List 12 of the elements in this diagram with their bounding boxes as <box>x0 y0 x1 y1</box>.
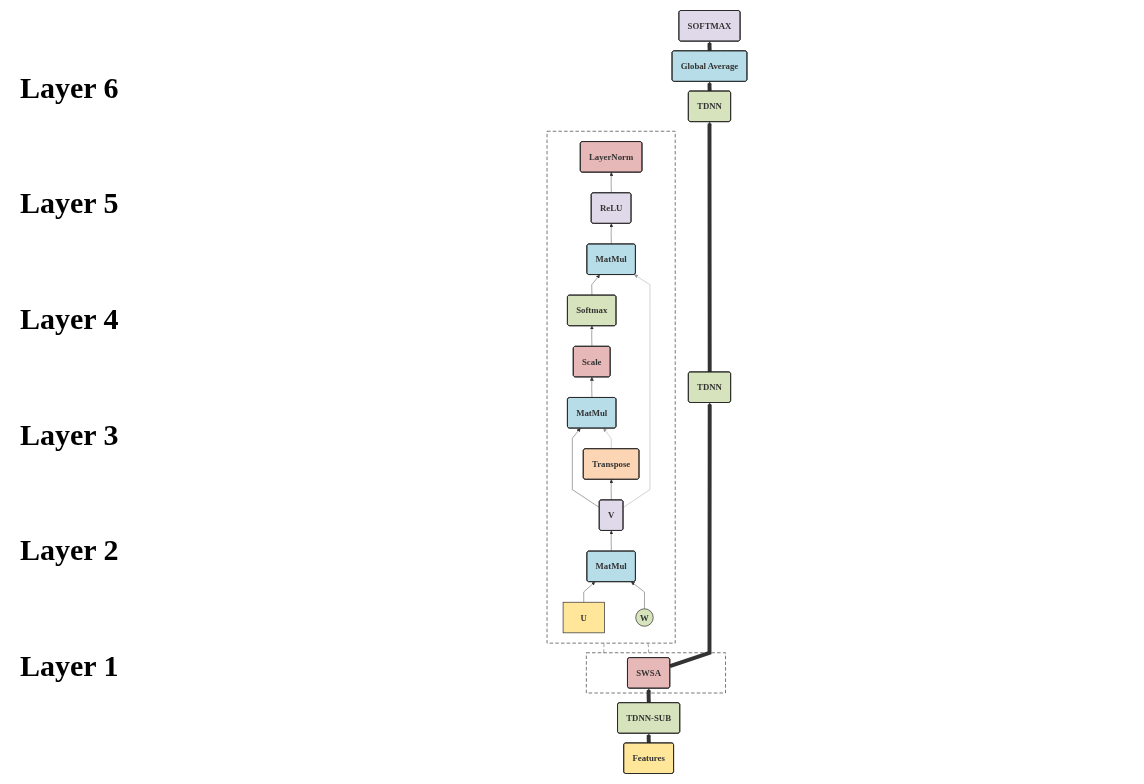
layer-label: Layer 2 <box>20 533 120 568</box>
layer-label: Layer 4 <box>20 302 120 337</box>
layer-label: Layer 3 <box>20 417 120 452</box>
node-circle: W <box>635 608 654 627</box>
layer-label: Layer 1 <box>20 649 120 684</box>
cluster <box>546 130 676 644</box>
cluster <box>586 652 726 694</box>
arrow <box>669 402 712 668</box>
arrow <box>707 121 712 373</box>
node-box: U <box>562 601 605 634</box>
layer-label: Layer 6 <box>20 70 120 105</box>
layer-label: Layer 5 <box>20 186 120 221</box>
